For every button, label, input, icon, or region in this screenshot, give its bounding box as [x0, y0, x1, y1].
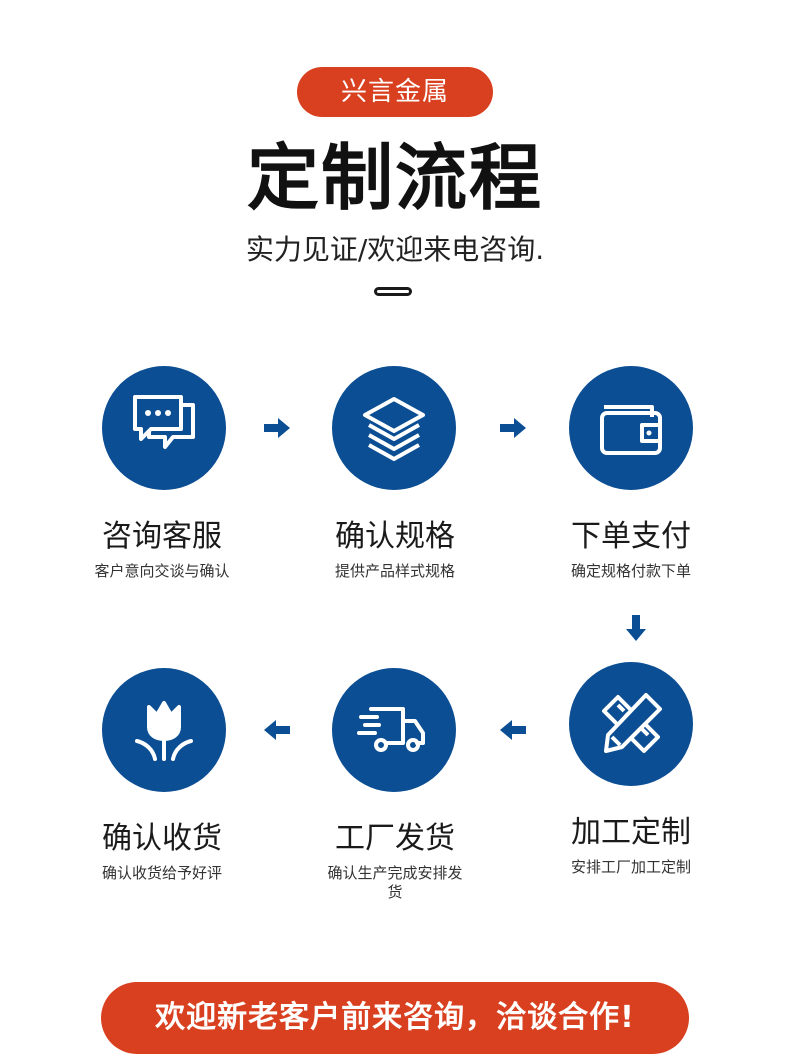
step-circle-receive — [102, 668, 226, 792]
step-desc: 确认收货给予好评 — [101, 864, 222, 882]
step-desc: 安排工厂加工定制 — [570, 858, 691, 876]
brand-badge: 兴言金属 — [297, 67, 493, 117]
delivery-truck-icon — [357, 707, 425, 752]
divider — [374, 287, 412, 296]
page-title: 定制流程 — [246, 136, 543, 220]
step-circle-pay — [569, 366, 693, 490]
step-title: 工厂发货 — [335, 821, 455, 856]
step-desc: 确定规格付款下单 — [570, 562, 691, 580]
contact-banner: 欢迎新老客户前来咨询，洽谈合作! — [101, 982, 689, 1054]
arrow-down-icon — [626, 615, 646, 641]
step-title: 确认收货 — [102, 821, 222, 856]
step-title: 下单支付 — [571, 519, 691, 554]
step-title: 确认规格 — [335, 519, 455, 554]
step-circle-process — [569, 662, 693, 786]
step-title: 加工定制 — [571, 815, 691, 850]
step-title: 咨询客服 — [102, 519, 222, 554]
tulip-icon — [135, 701, 193, 761]
arrow-left-icon — [500, 720, 526, 740]
wallet-icon — [600, 405, 662, 455]
step-circle-ship — [332, 668, 456, 792]
layers-icon — [363, 397, 425, 461]
step-desc: 提供产品样式规格 — [334, 562, 455, 580]
pencil-ruler-icon — [602, 693, 662, 753]
step-desc: 客户意向交谈与确认 — [94, 562, 230, 580]
step-circle-consult — [102, 366, 226, 490]
arrow-left-icon — [264, 720, 290, 740]
page-subtitle: 实力见证/欢迎来电咨询. — [245, 233, 545, 266]
step-circle-spec — [332, 366, 456, 490]
chat-bubbles-icon — [133, 395, 195, 449]
arrow-right-icon — [500, 418, 526, 438]
step-desc: 确认生产完成安排发货 — [327, 864, 463, 901]
arrow-right-icon — [264, 418, 290, 438]
